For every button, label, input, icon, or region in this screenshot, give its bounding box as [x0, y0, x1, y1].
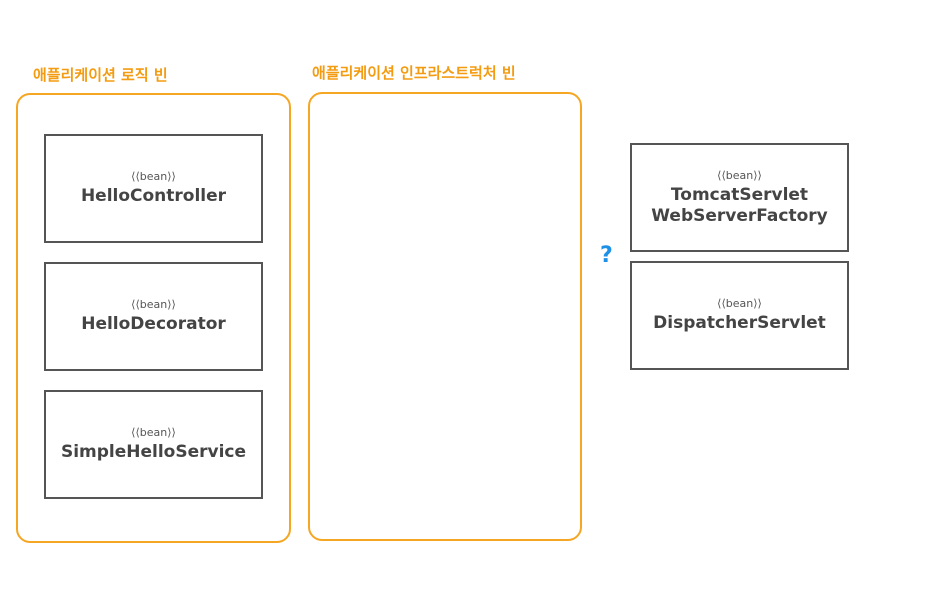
bean-name: HelloController [80, 186, 227, 206]
bean-simple-hello-service: ⟨⟨bean⟩⟩ SimpleHelloService [44, 390, 263, 499]
infra-bean-group [308, 92, 582, 541]
bean-hello-controller: ⟨⟨bean⟩⟩ HelloController [44, 134, 263, 243]
bean-name-line2: WebServerFactory [651, 205, 828, 226]
bean-name: HelloDecorator [81, 314, 226, 334]
logic-group-title: 애플리케이션 로직 빈 [33, 66, 168, 84]
logic-bean-group [16, 93, 291, 543]
question-mark: ? [600, 243, 613, 268]
bean-stereotype: ⟨⟨bean⟩⟩ [717, 297, 762, 310]
bean-stereotype: ⟨⟨bean⟩⟩ [131, 426, 176, 439]
bean-hello-decorator: ⟨⟨bean⟩⟩ HelloDecorator [44, 262, 263, 371]
bean-name-line1: TomcatServlet [670, 184, 809, 205]
bean-stereotype: ⟨⟨bean⟩⟩ [717, 168, 762, 182]
bean-stereotype: ⟨⟨bean⟩⟩ [131, 170, 176, 183]
bean-name: SimpleHelloService [60, 442, 247, 462]
bean-dispatcher-servlet: ⟨⟨bean⟩⟩ DispatcherServlet [630, 261, 849, 370]
bean-tomcat-servlet-web-server-factory: ⟨⟨bean⟩⟩ TomcatServlet WebServerFactory [630, 143, 849, 252]
bean-stereotype: ⟨⟨bean⟩⟩ [131, 298, 176, 311]
infra-group-title: 애플리케이션 인프라스트럭처 빈 [312, 64, 516, 82]
bean-name: DispatcherServlet [653, 313, 826, 333]
